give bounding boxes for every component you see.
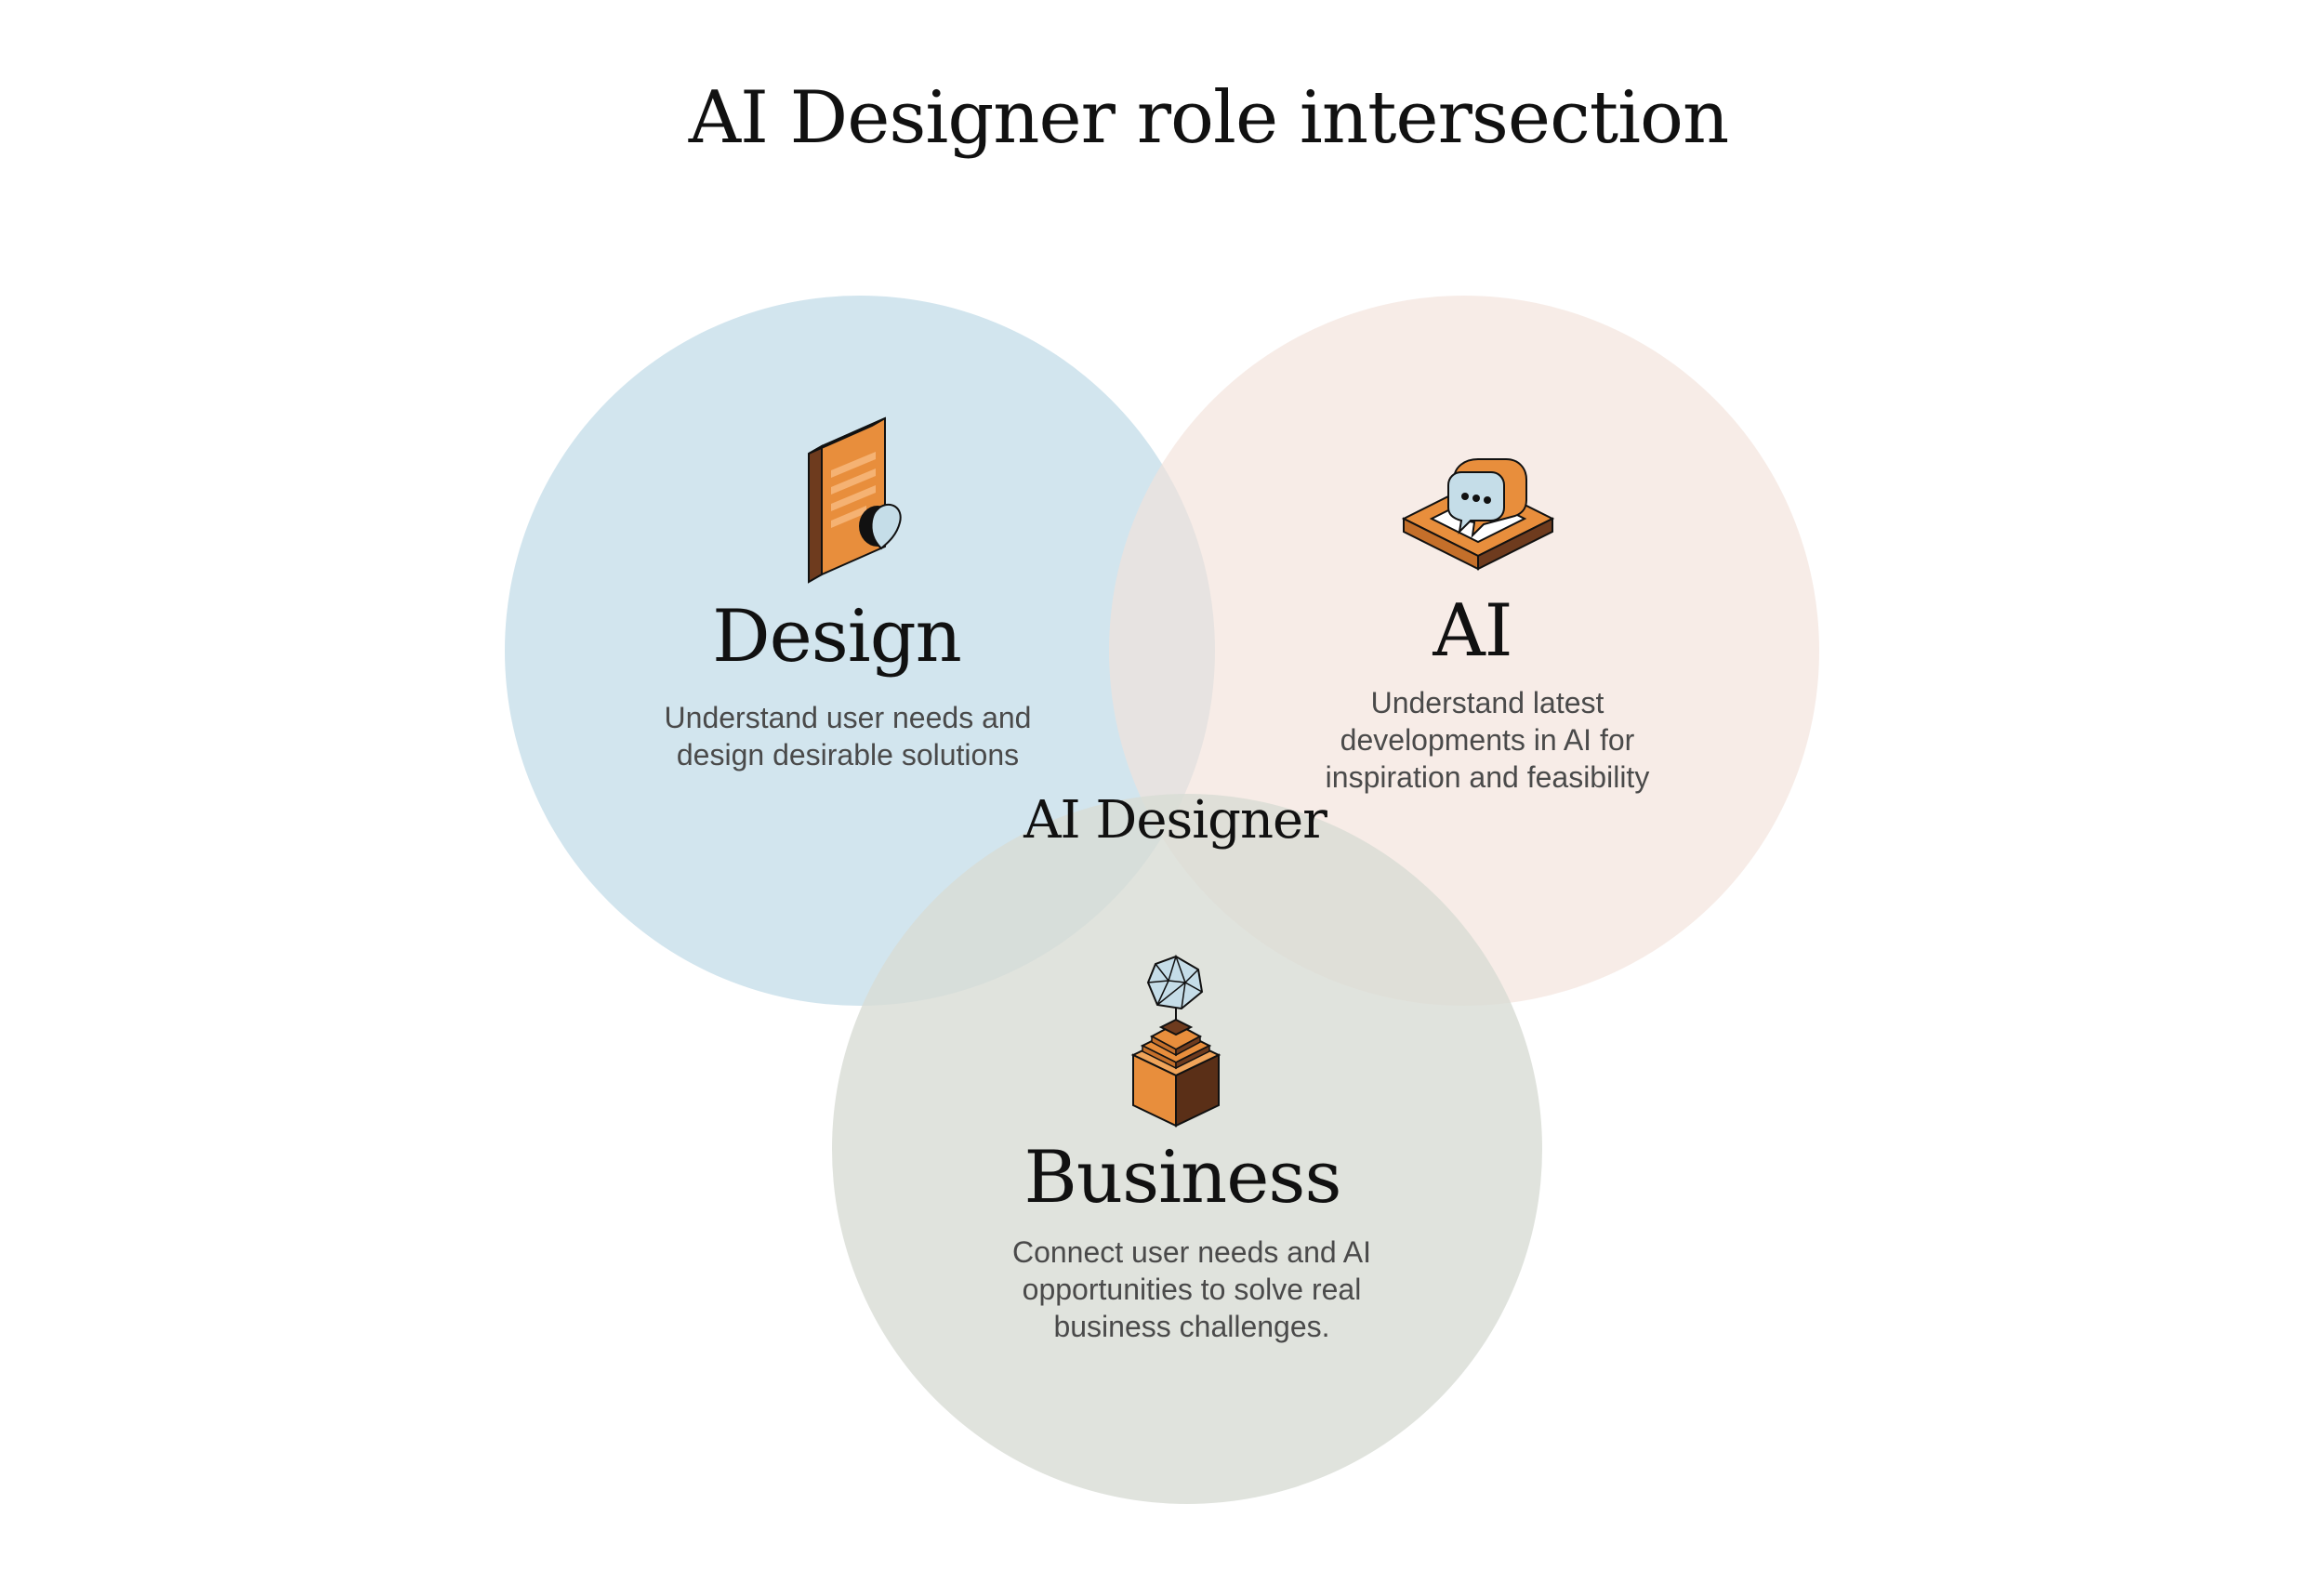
business-description: Connect user needs and AI opportunities … [1012,1234,1371,1345]
business-label: Business [1023,1136,1342,1220]
business-description-line: Connect user needs and AI [1011,1235,1372,1269]
gem-pedestal-icon [1130,954,1221,1128]
ai-label: AI [1433,589,1512,673]
chat-bubble-frame-icon [1401,458,1555,571]
business-circle [832,794,1542,1504]
ai-description-line: Understand latest [1370,686,1604,719]
ai-description: Understand latest developments in AI for… [1326,684,1650,796]
ai-description-line: inspiration and feasibility [1325,760,1650,794]
business-description-line: opportunities to solve real [1022,1273,1362,1306]
page-title: AI Designer role intersection [688,76,1730,160]
design-description-line: Understand user needs and [664,701,1032,734]
design-description-line: design desirable solutions [676,738,1020,772]
document-heart-icon [808,416,902,584]
intersection-label: AI Designer [1023,790,1327,851]
business-description-line: business challenges. [1053,1310,1330,1343]
design-description: Understand user needs and design desirab… [665,699,1032,773]
design-label: Design [712,595,962,679]
ai-description-line: developments in AI for [1340,723,1635,757]
